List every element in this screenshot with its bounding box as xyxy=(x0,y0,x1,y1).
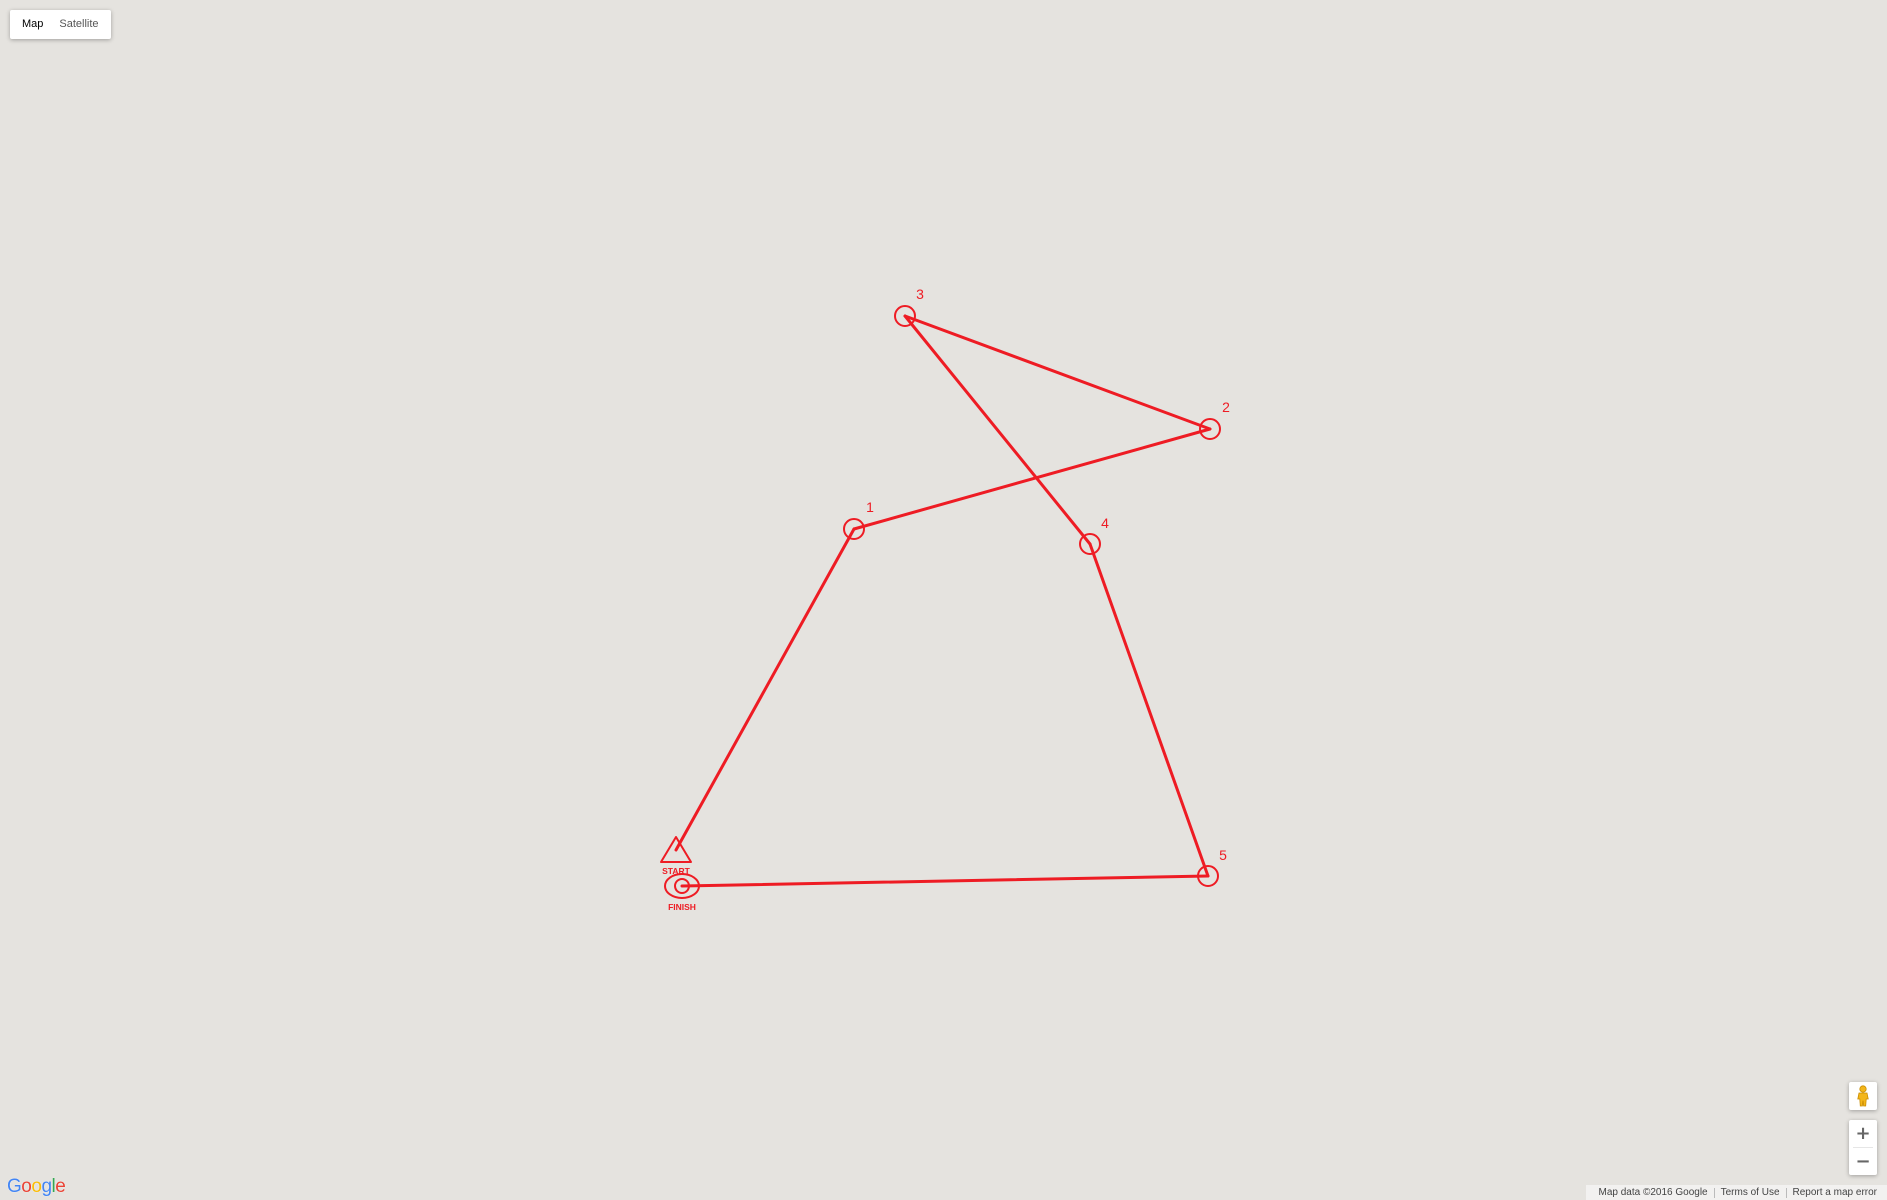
logo-letter: o xyxy=(21,1176,32,1197)
attribution-divider xyxy=(1713,1187,1715,1198)
waypoint-marker xyxy=(1197,865,1219,887)
waypoint-label: 4 xyxy=(1101,515,1109,531)
map-type-map-button[interactable]: Map xyxy=(22,18,44,30)
waypoint-label: 1 xyxy=(866,499,874,515)
logo-letter: G xyxy=(7,1176,22,1197)
route-segment xyxy=(903,314,1092,546)
waypoint-marker xyxy=(843,518,865,540)
attribution-divider xyxy=(1785,1187,1787,1198)
waypoint-marker xyxy=(894,305,916,327)
report-map-error-link[interactable]: Report a map error xyxy=(1792,1187,1877,1198)
zoom-in-button[interactable]: + xyxy=(1855,1122,1871,1144)
zoom-control: + − xyxy=(1849,1120,1877,1175)
logo-letter: l xyxy=(51,1176,56,1197)
logo-letter: o xyxy=(31,1176,42,1197)
logo-letter: g xyxy=(41,1176,52,1197)
route-segment xyxy=(674,527,856,852)
google-logo[interactable]: Google xyxy=(7,1176,66,1198)
finish-label: FINISH xyxy=(668,902,696,912)
street-view-pegman-button[interactable] xyxy=(1849,1082,1877,1110)
map-type-control: Map Satellite xyxy=(10,10,111,39)
attribution-bar: Map data ©2016 Google Terms of Use Repor… xyxy=(1586,1185,1887,1200)
route-segment xyxy=(852,427,1212,531)
waypoint-label: 3 xyxy=(916,286,924,302)
map-type-satellite-button[interactable]: Satellite xyxy=(59,18,99,30)
waypoint-label: 5 xyxy=(1219,847,1227,863)
pegman-icon xyxy=(1857,1085,1869,1107)
terms-of-use-link[interactable]: Terms of Use xyxy=(1720,1187,1780,1198)
finish-marker-inner-icon xyxy=(674,878,690,894)
finish-marker-outer-icon xyxy=(664,873,700,899)
waypoint-label: 2 xyxy=(1222,399,1230,415)
start-label: START xyxy=(662,866,691,876)
waypoint-marker xyxy=(1199,418,1221,440)
route-segment xyxy=(903,314,1212,431)
logo-letter: e xyxy=(55,1176,66,1197)
zoom-out-button[interactable]: − xyxy=(1855,1150,1871,1172)
zoom-divider xyxy=(1853,1147,1873,1148)
waypoint-marker xyxy=(1079,533,1101,555)
start-marker-icon xyxy=(660,836,692,863)
map-data-attribution: Map data ©2016 Google xyxy=(1598,1187,1708,1198)
route-segment xyxy=(1088,542,1210,878)
route-segment xyxy=(680,874,1210,888)
